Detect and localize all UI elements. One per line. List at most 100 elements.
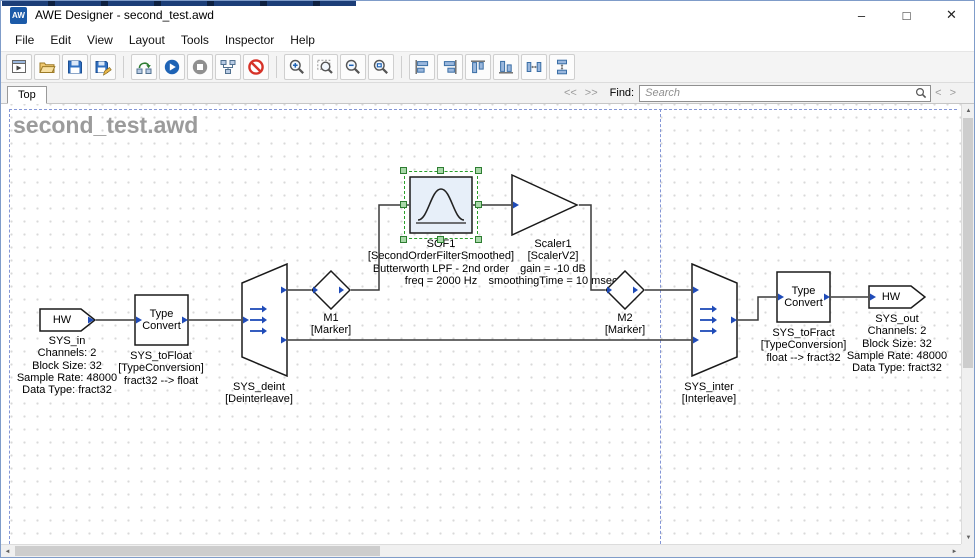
window-title: AWE Designer - second_test.awd <box>35 8 214 22</box>
close-button[interactable]: ✕ <box>929 1 974 29</box>
scroll-left-button[interactable]: ◄ <box>1 545 14 558</box>
menu-layout[interactable]: Layout <box>121 31 173 49</box>
caption-line: Sample Rate: 48000 <box>837 350 957 362</box>
scroll-up-button[interactable]: ▲ <box>962 104 975 117</box>
menu-edit[interactable]: Edit <box>42 31 79 49</box>
distribute-horizontal-button[interactable] <box>521 54 547 80</box>
block-m2[interactable] <box>605 270 645 310</box>
profile-button[interactable] <box>215 54 241 80</box>
save-icon <box>66 58 84 76</box>
selection-handle[interactable] <box>475 201 482 208</box>
toolbar-separator <box>123 56 124 78</box>
build-run-button[interactable] <box>159 54 185 80</box>
zoom-out-button[interactable] <box>340 54 366 80</box>
scrollbar-corner <box>961 544 974 557</box>
menu-file[interactable]: File <box>7 31 42 49</box>
selection-handle[interactable] <box>437 167 444 174</box>
align-top-button[interactable] <box>465 54 491 80</box>
minimize-button[interactable]: – <box>839 1 884 29</box>
m2-caption: M2 [Marker] <box>575 312 675 337</box>
new-design-icon <box>10 58 28 76</box>
find-area: << >> Find: < > <box>560 85 960 102</box>
selection-handle[interactable] <box>475 236 482 243</box>
caption-line: Channels: 2 <box>837 325 957 337</box>
zoom-in-button[interactable] <box>284 54 310 80</box>
find-box <box>639 85 931 102</box>
distribute-horizontal-icon <box>525 58 543 76</box>
find-label: Find: <box>610 87 634 99</box>
block-shape-label: Type Convert <box>776 271 831 323</box>
vertical-scroll-thumb[interactable] <box>963 118 973 368</box>
block-sof1[interactable] <box>409 176 473 234</box>
menu-tools[interactable]: Tools <box>173 31 217 49</box>
align-left-button[interactable] <box>409 54 435 80</box>
caption-line: [Marker] <box>575 324 675 336</box>
nav-forward-button[interactable]: >> <box>585 87 598 99</box>
align-right-button[interactable] <box>437 54 463 80</box>
distribute-vertical-button[interactable] <box>549 54 575 80</box>
align-left-icon <box>413 58 431 76</box>
caption-line: SYS_inter <box>649 381 769 393</box>
caption-line: M2 <box>575 312 675 324</box>
caption-line: [ScalerV2] <box>463 250 643 262</box>
sys-deint-caption: SYS_deint [Deinterleave] <box>199 381 319 406</box>
filter-shape <box>409 176 473 234</box>
background-window-edge <box>2 1 356 6</box>
design-canvas[interactable]: second_test.awd HW SYS_in Channels: 2 Bl… <box>1 104 961 544</box>
horizontal-scroll-thumb[interactable] <box>15 546 380 556</box>
block-sys-tofloat[interactable]: Type Convert <box>134 294 189 346</box>
scroll-right-button[interactable]: ► <box>948 545 961 558</box>
align-bottom-button[interactable] <box>493 54 519 80</box>
menu-inspector[interactable]: Inspector <box>217 31 282 49</box>
find-next-button[interactable]: > <box>950 87 956 99</box>
block-sys-tofract[interactable]: Type Convert <box>776 271 831 323</box>
propagate-changes-icon <box>135 58 153 76</box>
horizontal-scrollbar[interactable]: ◄ ► <box>1 544 961 557</box>
menu-view[interactable]: View <box>79 31 121 49</box>
caption-line: SYS_toFloat <box>101 350 221 362</box>
navigation-bar: Top << >> Find: < > <box>1 83 974 104</box>
open-folder-icon <box>38 58 56 76</box>
block-sys-in[interactable]: HW <box>39 308 96 332</box>
block-shape-label: HW <box>39 308 85 332</box>
save-as-button[interactable] <box>90 54 116 80</box>
save-as-icon <box>94 58 112 76</box>
module-graph-icon <box>219 58 237 76</box>
new-design-button[interactable] <box>6 54 32 80</box>
caption-line: SYS_deint <box>199 381 319 393</box>
selection-handle[interactable] <box>475 167 482 174</box>
selection-handle[interactable] <box>400 236 407 243</box>
m1-caption: M1 [Marker] <box>281 312 381 337</box>
tab-top[interactable]: Top <box>7 86 47 104</box>
propagate-changes-button[interactable] <box>131 54 157 80</box>
zoom-fit-icon <box>372 58 390 76</box>
selection-handle[interactable] <box>400 201 407 208</box>
selection-handle[interactable] <box>437 236 444 243</box>
find-prev-button[interactable]: < <box>935 87 941 99</box>
marker-shape <box>605 270 645 310</box>
halt-audio-button[interactable] <box>243 54 269 80</box>
vertical-scrollbar[interactable]: ▲ ▼ <box>961 104 974 544</box>
toolbar <box>1 51 974 83</box>
maximize-button[interactable]: □ <box>884 1 929 29</box>
find-input[interactable] <box>643 86 915 100</box>
zoom-fit-button[interactable] <box>368 54 394 80</box>
menu-help[interactable]: Help <box>282 31 323 49</box>
scroll-down-button[interactable]: ▼ <box>962 531 975 544</box>
zoom-region-button[interactable] <box>312 54 338 80</box>
sys-inter-caption: SYS_inter [Interleave] <box>649 381 769 406</box>
block-sys-inter[interactable] <box>691 263 738 377</box>
block-scaler1[interactable] <box>511 174 579 236</box>
align-bottom-icon <box>497 58 515 76</box>
page-boundary-top <box>9 109 957 110</box>
caption-line: [TypeConversion] <box>101 362 221 374</box>
stop-button[interactable] <box>187 54 213 80</box>
open-button[interactable] <box>34 54 60 80</box>
block-sys-out[interactable]: HW <box>868 285 926 309</box>
search-icon[interactable] <box>915 87 927 99</box>
nav-back-button[interactable]: << <box>564 87 577 99</box>
save-button[interactable] <box>62 54 88 80</box>
selection-handle[interactable] <box>400 167 407 174</box>
sys-out-caption: SYS_out Channels: 2 Block Size: 32 Sampl… <box>837 313 957 374</box>
canvas-watermark: second_test.awd <box>13 112 198 139</box>
